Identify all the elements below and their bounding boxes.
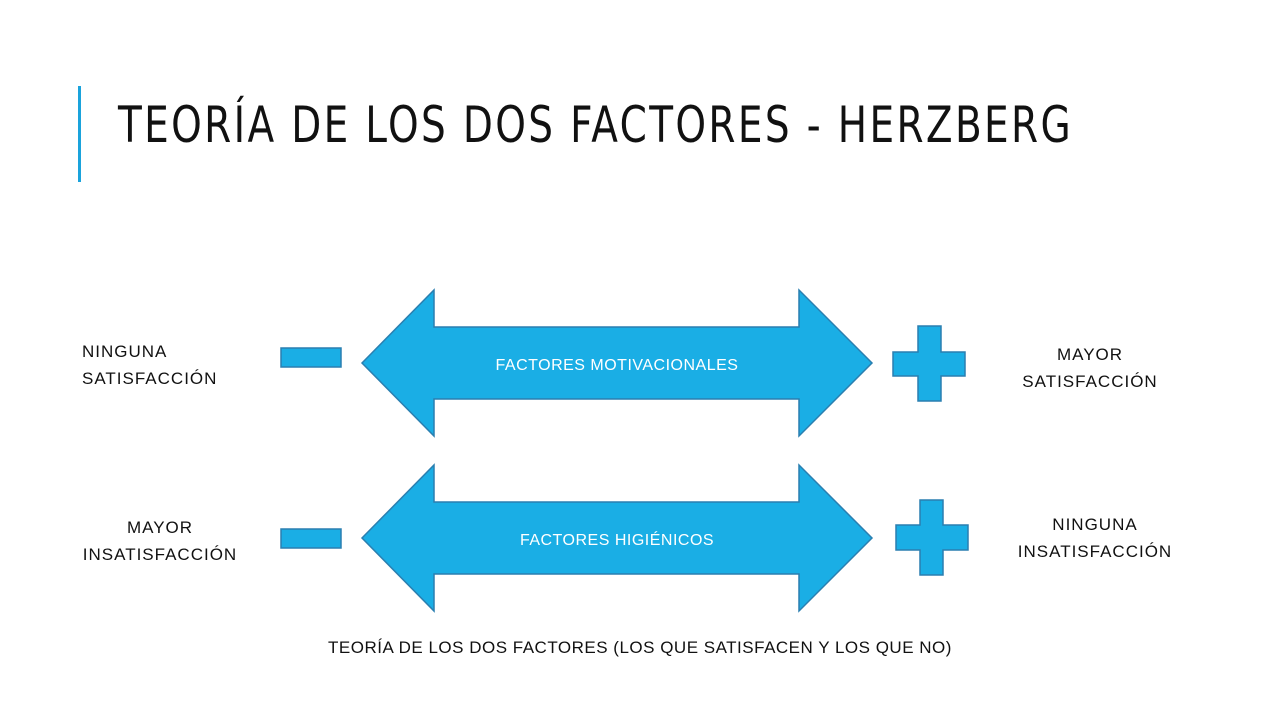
- arrow-label-motivacionales: FACTORES MOTIVACIONALES: [496, 357, 739, 374]
- arrow-label-higienicos: FACTORES HIGIÉNICOS: [520, 530, 714, 549]
- plus-icon: [892, 325, 966, 402]
- slide-title: TEORÍA DE LOS DOS FACTORES - HERZBERG: [118, 96, 1074, 154]
- label-line: INSATISFACCIÓN: [82, 545, 238, 564]
- title-accent-bar: [78, 86, 81, 182]
- right-label-mayor-satisfaccion: MAYOR SATISFACCIÓN: [1005, 341, 1175, 395]
- left-label-ninguna-satisfaccion: NINGUNA SATISFACCIÓN: [82, 338, 217, 392]
- diagram-caption: TEORÍA DE LOS DOS FACTORES (LOS QUE SATI…: [328, 638, 952, 657]
- label-line: SATISFACCIÓN: [1022, 372, 1158, 391]
- label-line: NINGUNA: [1052, 515, 1138, 534]
- label-line: MAYOR: [126, 518, 194, 537]
- right-label-ninguna-insatisfaccion: NINGUNA INSATISFACCIÓN: [1005, 511, 1185, 565]
- plus-icon: [895, 499, 969, 576]
- label-line: NINGUNA: [82, 342, 168, 361]
- label-line: SATISFACCIÓN: [82, 369, 218, 388]
- label-line: MAYOR: [1056, 345, 1124, 364]
- double-arrow-motivacionales: [360, 288, 874, 438]
- left-label-mayor-insatisfaccion: MAYOR INSATISFACCIÓN: [70, 514, 250, 568]
- double-arrow-higienicos: [360, 463, 874, 613]
- minus-icon: [280, 528, 342, 549]
- label-line: INSATISFACCIÓN: [1017, 542, 1173, 561]
- minus-icon: [280, 347, 342, 368]
